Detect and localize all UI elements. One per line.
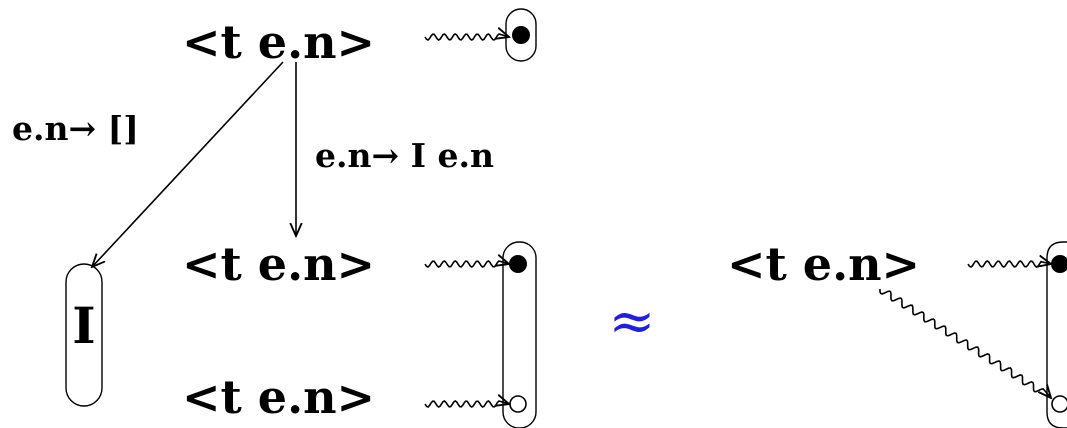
term-bottom: <t e.n> bbox=[182, 370, 375, 424]
wavy-arrow-diagonal bbox=[879, 289, 1051, 398]
state-box-right bbox=[1046, 241, 1067, 428]
filled-state-top bbox=[512, 26, 530, 44]
wavy-arrow-middle bbox=[424, 261, 509, 268]
filled-state-middle bbox=[509, 255, 527, 273]
wavy-arrow-right bbox=[967, 261, 1051, 268]
state-box-pair bbox=[502, 241, 537, 428]
wavy-arrow-bottom bbox=[424, 401, 509, 408]
leaf-label: I bbox=[72, 296, 95, 355]
edge-label-left: e.n→ [] bbox=[12, 109, 139, 148]
edge-label-down: e.n→ I e.n bbox=[315, 136, 494, 175]
wavy-arrows bbox=[424, 34, 1051, 408]
wavy-arrow-top bbox=[424, 34, 509, 41]
empty-state-bottom bbox=[509, 395, 527, 413]
filled-state-right bbox=[1051, 255, 1067, 273]
edge-to-leaf bbox=[92, 61, 284, 267]
leaf-box bbox=[65, 263, 103, 407]
term-middle: <t e.n> bbox=[182, 237, 375, 291]
empty-state-right bbox=[1051, 395, 1067, 413]
approx-symbol: ≈ bbox=[609, 289, 656, 354]
term-top: <t e.n> bbox=[182, 15, 375, 69]
term-right: <t e.n> bbox=[727, 237, 920, 291]
